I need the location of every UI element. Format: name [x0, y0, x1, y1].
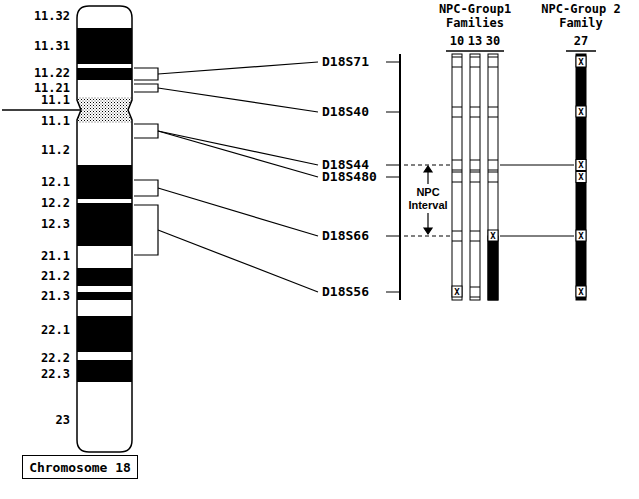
group-heading: NPC-Group 2 Family [531, 2, 631, 31]
crossover-mark: X [578, 108, 583, 117]
band-label: 21.1 [41, 249, 70, 263]
heading-underlines [446, 50, 596, 52]
centromere-line [2, 109, 80, 111]
band-label: 11.1 [41, 93, 70, 107]
family-bars [452, 54, 586, 300]
band-label: 21.3 [41, 289, 70, 303]
family-number: 13 [468, 34, 482, 48]
family-number: 30 [486, 34, 500, 48]
band-label: 22.1 [41, 323, 70, 337]
band-label: 22.3 [41, 367, 70, 381]
family-number: 27 [574, 34, 588, 48]
band-label: 11.2 [41, 143, 70, 157]
band-label: 12.1 [41, 175, 70, 189]
band-label: 11.1 [41, 114, 70, 128]
marker-label: D18S66 [322, 228, 369, 244]
caption-box: Chromosome 18 [22, 455, 138, 479]
marker-label: D18S40 [322, 104, 369, 120]
chromosome-outline [77, 6, 132, 452]
band-label: 22.2 [41, 351, 70, 365]
marker-axis [386, 54, 400, 300]
band-label: 12.3 [41, 217, 70, 231]
chromosome-bands [70, 0, 140, 460]
crossover-boxes [452, 56, 586, 297]
marker-label: D18S480 [322, 169, 377, 185]
band-label: 11.31 [34, 39, 70, 53]
crossover-mark: X [578, 288, 583, 297]
band-brackets [134, 62, 318, 292]
interval-label: NPC Interval [404, 186, 452, 212]
band-label: 21.2 [41, 269, 70, 283]
crossover-mark: X [578, 173, 583, 182]
band-label: 11.22 [34, 66, 70, 80]
band-label: 11.32 [34, 9, 70, 23]
band-label: 23 [56, 413, 70, 427]
band-label: 12.2 [41, 196, 70, 210]
marker-label: D18S56 [322, 284, 369, 300]
crossover-mark: X [490, 232, 495, 241]
box-text: Chromosome 18 [29, 460, 131, 475]
family-number: 10 [450, 34, 464, 48]
crossover-mark: X [578, 161, 583, 170]
group-heading: NPC-Group1 Families [425, 2, 525, 31]
marker-label: D18S71 [322, 54, 369, 70]
crossover-mark: X [454, 288, 459, 297]
crossover-mark: X [578, 58, 583, 67]
crossover-mark: X [578, 232, 583, 241]
